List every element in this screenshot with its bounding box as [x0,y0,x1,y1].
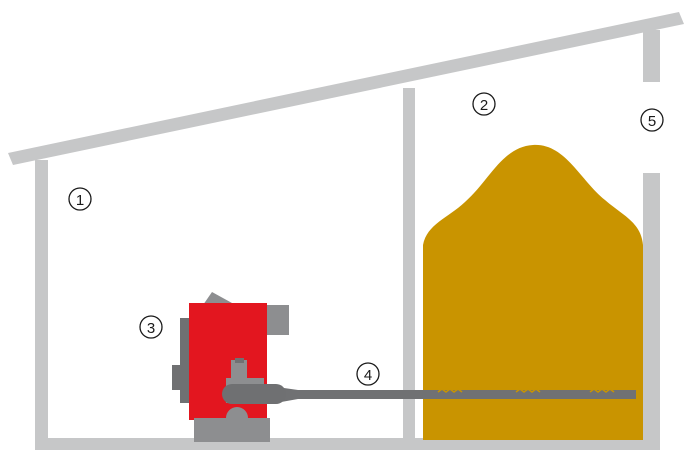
auger-tube [292,390,636,399]
boiler [172,292,289,442]
boiler-top-flap [203,292,232,306]
roof [8,12,684,165]
right-wall-upper [643,30,660,82]
marker-4-label: 4 [364,367,372,384]
marker-1: 1 [68,187,92,211]
building [8,12,684,450]
marker-3: 3 [139,315,163,339]
boiler-feed-top [231,360,247,380]
marker-2: 2 [472,92,496,116]
boiler-feed-pipe [222,384,286,404]
left-wall [35,160,48,450]
boiler-flue [265,305,289,335]
marker-1-label: 1 [76,192,84,209]
fuel-pile [423,144,643,440]
right-wall-lower [643,173,660,450]
marker-4: 4 [356,362,380,386]
auger-screw [437,388,615,393]
marker-5: 5 [640,108,664,132]
marker-5-label: 5 [648,113,656,130]
boiler-feed-cap [235,358,244,363]
partition-wall [403,88,415,440]
boiler-side-tab [172,365,182,390]
floor [35,438,660,450]
marker-2-label: 2 [480,97,488,114]
marker-3-label: 3 [147,320,155,337]
boiler-motor [226,407,248,429]
